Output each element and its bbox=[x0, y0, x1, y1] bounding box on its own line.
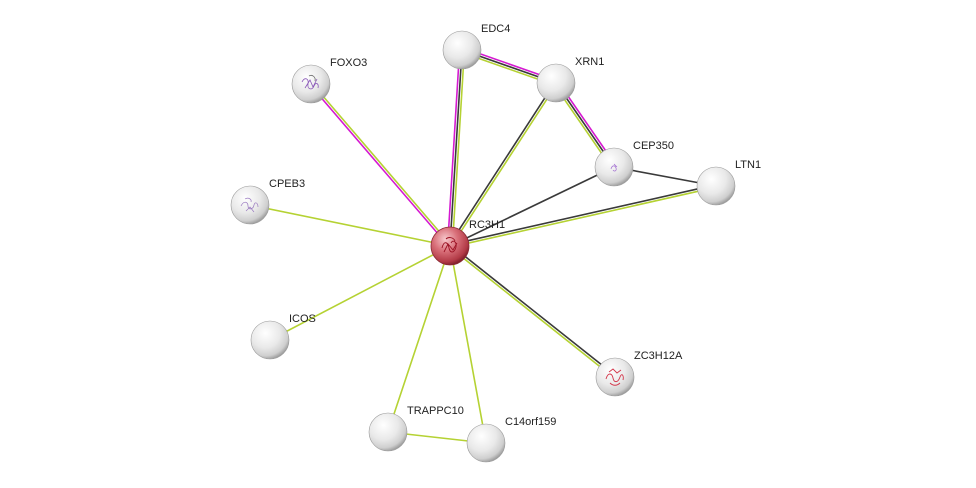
nodes-layer: RC3H1 EDC4 XRN1 FOXO3 CEP350 bbox=[230, 23, 761, 463]
node-xrn1[interactable]: XRN1 bbox=[536, 56, 604, 103]
edge-rc3h1-foxo3-magenta bbox=[309, 83, 450, 248]
edge-rc3h1-icos-yellowgreen bbox=[269, 245, 451, 341]
edge-rc3h1-zc3h12a-yellowgreen bbox=[448, 246, 616, 379]
edge-rc3h1-edc4-black bbox=[449, 49, 463, 247]
edge-rc3h1-zc3h12a-black bbox=[449, 244, 617, 377]
rc3h1-structure-icon bbox=[441, 237, 458, 253]
c14orf159-sphere bbox=[466, 423, 506, 463]
node-cpeb3[interactable]: CPEB3 bbox=[230, 178, 305, 225]
edge-rc3h1-xrn1-yellowgreen bbox=[450, 82, 558, 248]
c14orf159-label: C14orf159 bbox=[505, 416, 556, 428]
xrn1-label: XRN1 bbox=[575, 56, 604, 68]
edge-rc3h1-cep350-black bbox=[449, 166, 615, 247]
foxo3-label: FOXO3 bbox=[330, 57, 367, 69]
edge-rc3h1-ltn1[interactable] bbox=[448, 184, 718, 248]
trappc10-sphere bbox=[368, 412, 408, 452]
xrn1-sphere bbox=[536, 63, 576, 103]
zc3h12a-structure-icon bbox=[605, 368, 624, 386]
foxo3-structure-icon bbox=[301, 74, 319, 90]
edc4-label: EDC4 bbox=[481, 23, 510, 35]
node-edc4[interactable]: EDC4 bbox=[442, 23, 510, 70]
ltn1-label: LTN1 bbox=[735, 159, 761, 171]
cpeb3-structure-icon bbox=[240, 197, 259, 213]
icos-sphere bbox=[250, 320, 290, 360]
edge-rc3h1-ltn1-yellowgreen bbox=[449, 186, 718, 248]
edge-rc3h1-icos[interactable] bbox=[269, 245, 451, 341]
edge-rc3h1-xrn1-black bbox=[448, 81, 556, 247]
edge-rc3h1-zc3h12a[interactable] bbox=[448, 244, 617, 379]
edge-rc3h1-cpeb3[interactable] bbox=[249, 204, 451, 247]
foxo3-sphere bbox=[291, 64, 331, 104]
edge-rc3h1-trappc10-yellowgreen bbox=[387, 245, 451, 433]
edge-rc3h1-c14orf159-yellowgreen bbox=[449, 245, 487, 444]
edge-rc3h1-trappc10[interactable] bbox=[387, 245, 451, 433]
edge-rc3h1-edc4-yellowgreen bbox=[451, 49, 466, 247]
ltn1-sphere bbox=[696, 166, 736, 206]
zc3h12a-label: ZC3H12A bbox=[634, 350, 683, 362]
edges-layer bbox=[249, 46, 718, 444]
cpeb3-sphere bbox=[230, 185, 270, 225]
edge-rc3h1-cep350[interactable] bbox=[449, 166, 615, 247]
cep350-sphere bbox=[594, 147, 634, 187]
edge-rc3h1-cpeb3-yellowgreen bbox=[249, 204, 451, 247]
trappc10-label: TRAPPC10 bbox=[407, 405, 464, 417]
node-trappc10[interactable]: TRAPPC10 bbox=[368, 405, 464, 452]
node-cep350[interactable]: CEP350 bbox=[594, 140, 674, 187]
node-c14orf159[interactable]: C14orf159 bbox=[466, 416, 556, 463]
rc3h1-label: RC3H1 bbox=[469, 219, 505, 231]
node-foxo3[interactable]: FOXO3 bbox=[291, 57, 367, 104]
edc4-sphere bbox=[442, 30, 482, 70]
icos-label: ICOS bbox=[289, 313, 316, 325]
cpeb3-label: CPEB3 bbox=[269, 178, 305, 190]
cep350-structure-icon bbox=[610, 163, 618, 172]
node-zc3h12a[interactable]: ZC3H12A bbox=[595, 350, 683, 397]
edge-rc3h1-c14orf159[interactable] bbox=[449, 245, 487, 444]
edge-rc3h1-foxo3-yellowgreen bbox=[311, 82, 452, 247]
cep350-label: CEP350 bbox=[633, 140, 674, 152]
node-ltn1[interactable]: LTN1 bbox=[696, 159, 761, 206]
node-icos[interactable]: ICOS bbox=[250, 313, 316, 360]
edge-rc3h1-edc4[interactable] bbox=[446, 49, 466, 247]
edge-rc3h1-foxo3[interactable] bbox=[309, 82, 452, 248]
edge-rc3h1-edc4-magenta bbox=[446, 49, 461, 247]
zc3h12a-sphere bbox=[595, 357, 635, 397]
edge-rc3h1-xrn1[interactable] bbox=[448, 81, 558, 248]
edge-rc3h1-ltn1-black bbox=[448, 184, 717, 246]
node-rc3h1[interactable]: RC3H1 bbox=[430, 219, 505, 266]
